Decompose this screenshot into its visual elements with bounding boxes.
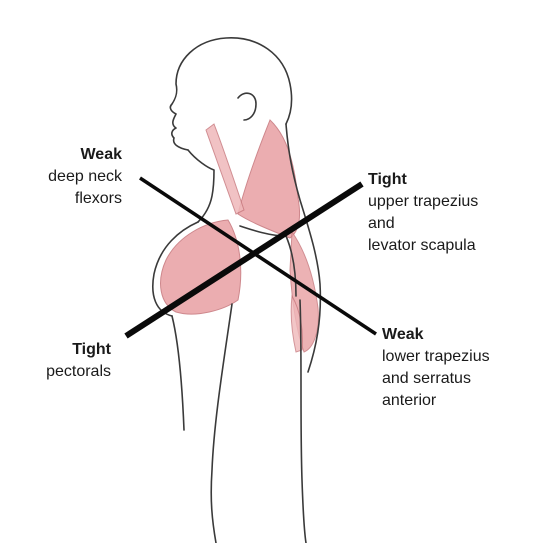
arm-back-outline [299,299,307,543]
label-weak-deep-neck-flexors: Weak deep neck flexors [48,144,122,210]
chest-outline [152,221,199,317]
label-title: Tight [368,171,407,188]
arm-front-outline [210,303,233,543]
upper-trapezius-muscle [237,119,301,239]
levator-scapula-muscle [205,123,245,215]
label-title: Weak [80,146,122,163]
label-description: pectorals [46,363,111,380]
muscle-group [160,119,319,353]
body-outline [152,37,322,543]
tight-cross-line [124,181,364,339]
label-description: lower trapezius and serratus anterior [382,348,490,409]
pectoral-muscle [160,219,242,315]
torso-front-outline [171,315,185,431]
serratus-anterior-muscle [290,294,303,353]
label-tight-upper-trapezius: Tight upper trapezius and levator scapul… [368,169,478,257]
label-title: Weak [382,326,424,343]
label-description: deep neck flexors [48,168,122,207]
label-description: upper trapezius and levator scapula [368,193,479,254]
jaw-outline [187,149,215,223]
neck-back-outline [285,123,322,373]
ear-outline [237,92,257,121]
label-title: Tight [72,341,111,358]
label-weak-lower-trapezius: Weak lower trapezius and serratus anteri… [382,324,490,412]
label-tight-pectorals: Tight pectorals [46,339,111,383]
weak-cross-line [139,176,377,336]
head-outline [169,37,293,151]
